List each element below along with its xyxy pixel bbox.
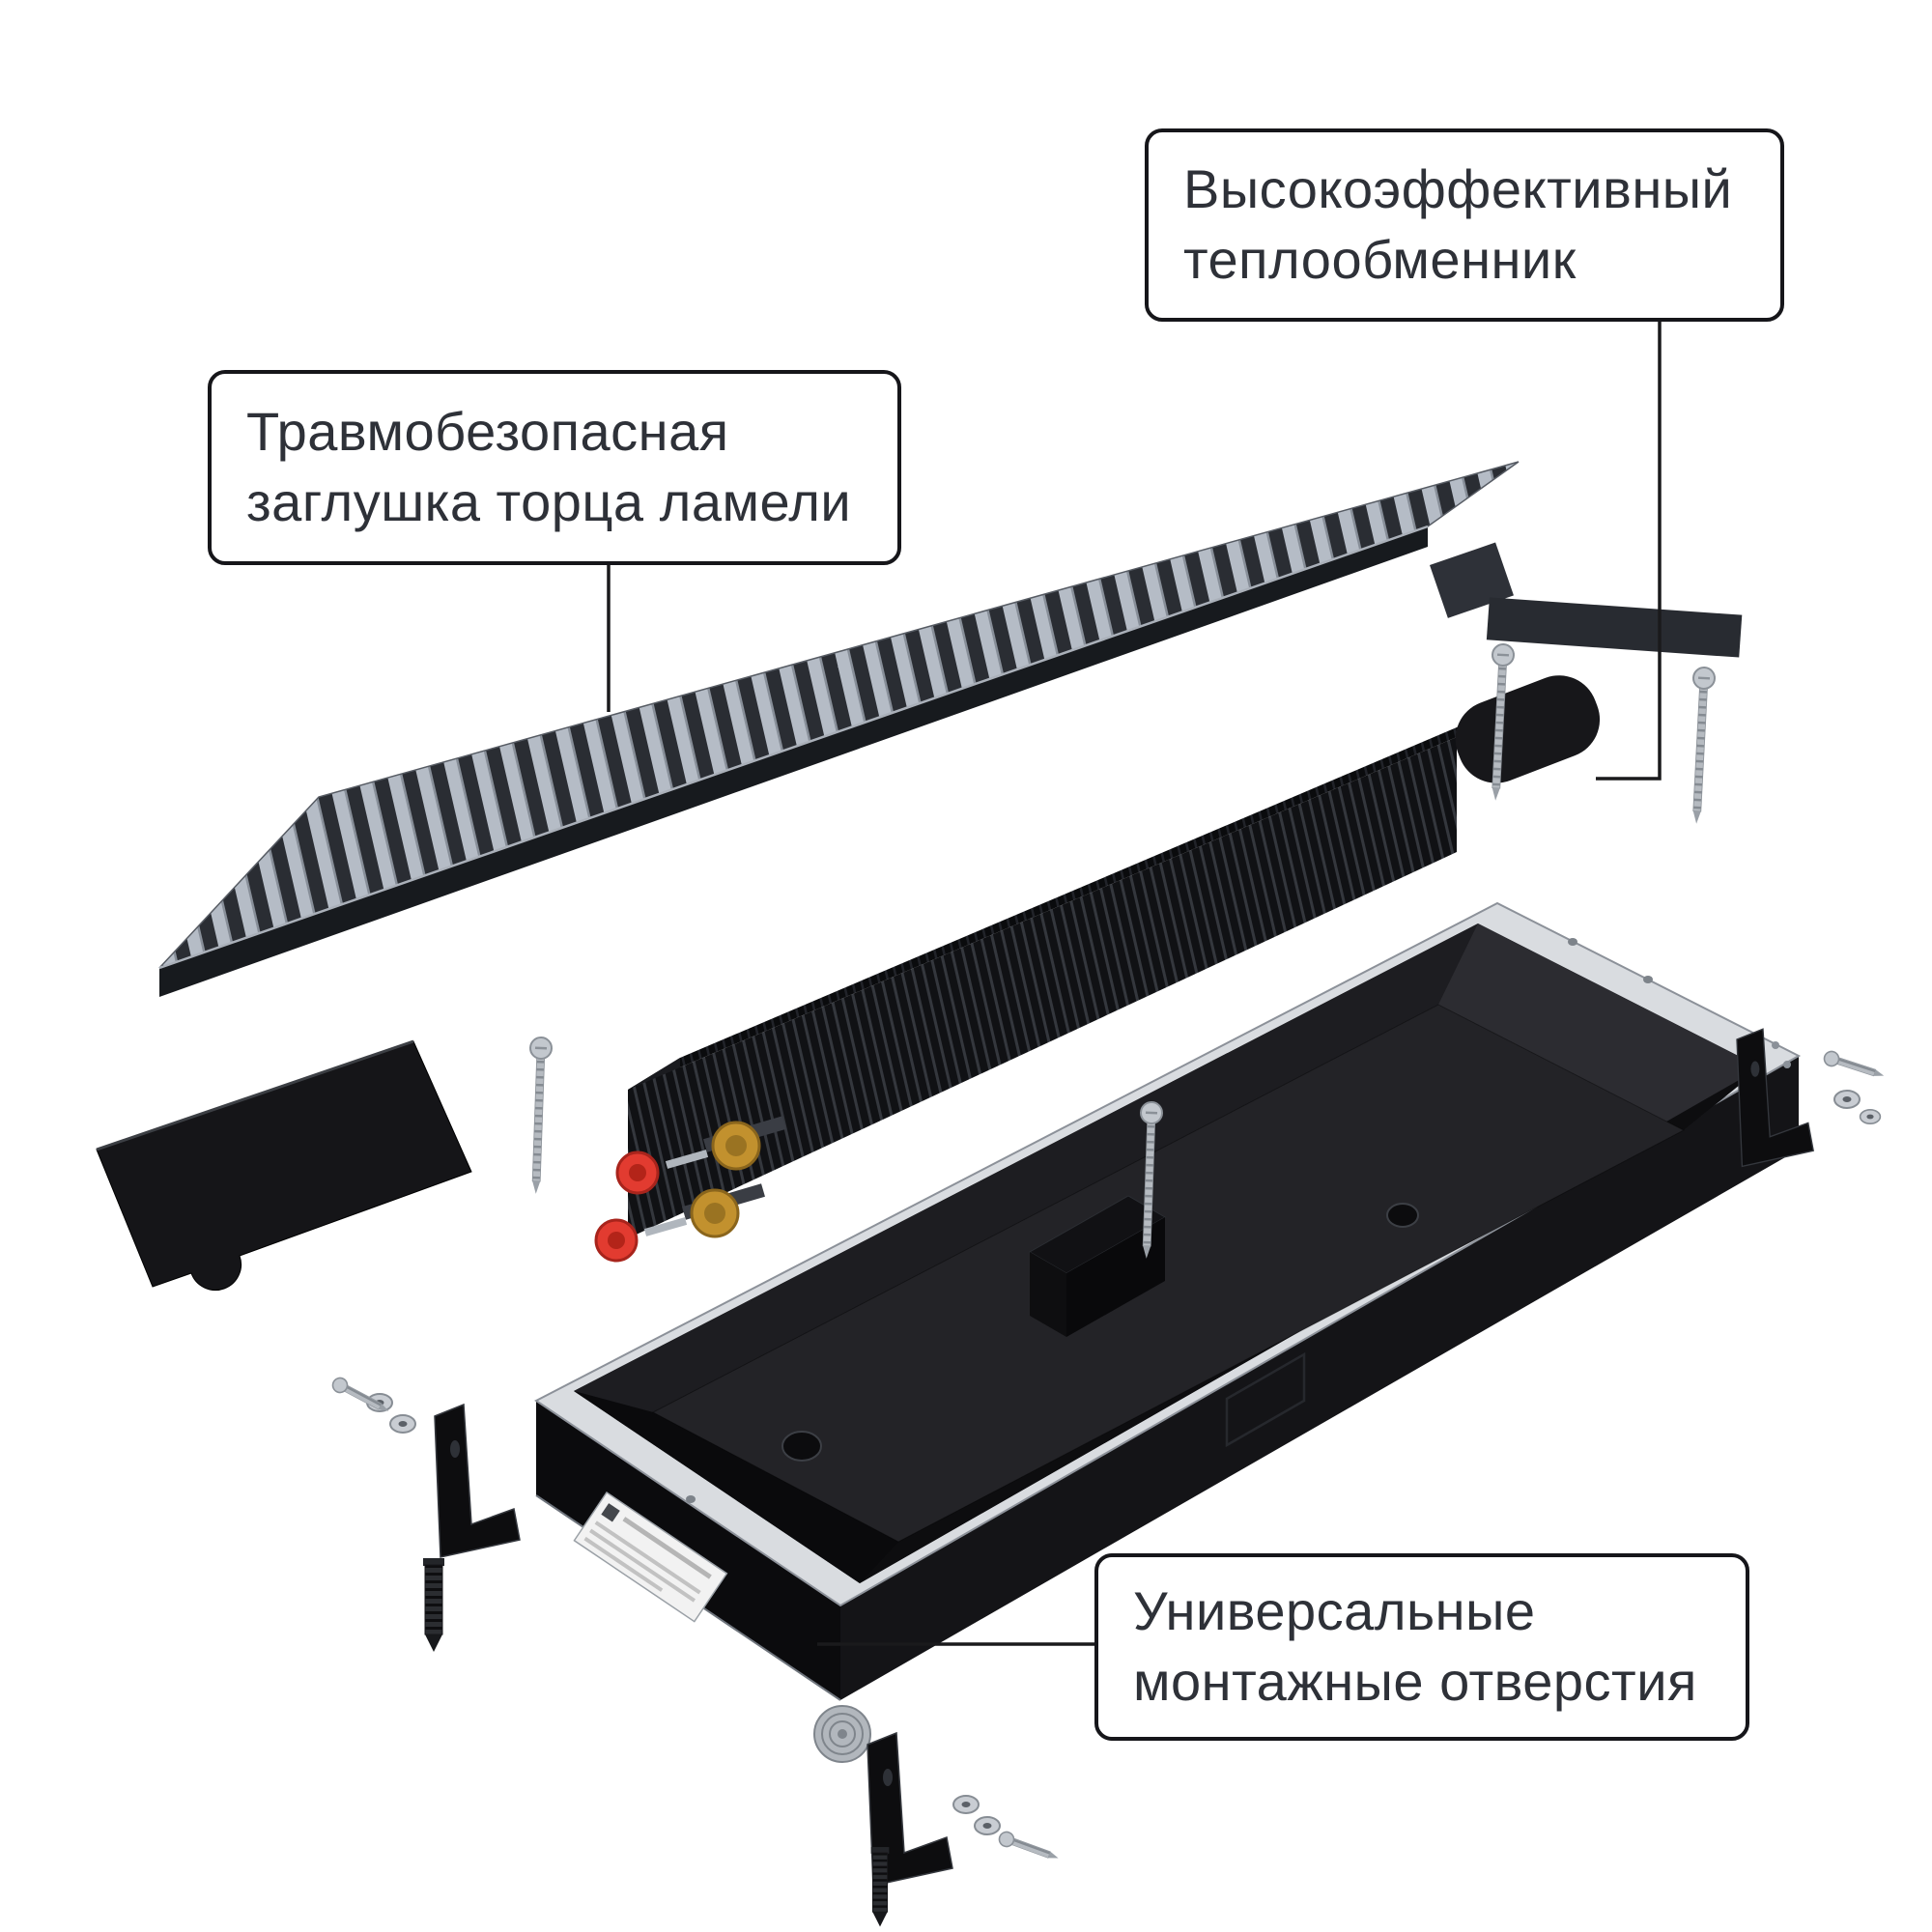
mounting-hardware-left	[329, 1375, 521, 1653]
product-label	[573, 1491, 728, 1623]
casing-far-right-inner-wall	[1438, 923, 1761, 1130]
callout-mounting-holes: Универсальные монтажные отверстия	[1094, 1553, 1749, 1741]
partition-bracket	[1028, 1195, 1167, 1337]
floor-hole	[781, 1431, 822, 1462]
casing-knockout	[1225, 1351, 1306, 1448]
callout-lamella-end-cap-line2: заглушка торца ламели	[246, 471, 852, 532]
rim-mounting-hole	[686, 1495, 696, 1503]
casing-near-left-inner-wall	[574, 1391, 898, 1583]
plate-edge-highlight	[96, 1039, 414, 1151]
heat-exchanger-top-fins	[628, 705, 1509, 1090]
return-valve	[594, 1183, 765, 1263]
mounting-hardware-bottom	[867, 1732, 1062, 1927]
trench-casing	[534, 901, 1802, 1763]
screw	[1684, 666, 1717, 826]
grille-front-edge	[158, 525, 1429, 970]
rim-corner-screw	[1783, 1061, 1791, 1068]
grille-thickness	[159, 526, 1428, 997]
casing-right-wall	[840, 1056, 1799, 1700]
leader-line-heat-exchanger	[1596, 321, 1662, 781]
end-cover-plate	[96, 1039, 472, 1292]
callout-heat-exchanger-line1: Высокоэффективный	[1183, 158, 1733, 220]
grille-end-bracket	[1429, 542, 1743, 658]
mounting-hardware-right	[1736, 1028, 1888, 1168]
rim-mounting-hole	[1643, 976, 1653, 983]
heat-exchanger-front-fins	[628, 737, 1457, 1238]
rim-corner-screw	[1772, 1041, 1779, 1049]
cable-grommet	[813, 1705, 871, 1763]
heat-exchanger-end-cap	[1455, 675, 1601, 783]
callout-heat-exchanger: Высокоэффективный теплообменник	[1145, 128, 1784, 322]
floor-hole	[1386, 1203, 1419, 1228]
heat-exchanger	[594, 675, 1601, 1263]
callout-lamella-end-cap-line1: Травмобезопасная	[246, 401, 729, 463]
casing-floor	[651, 1004, 1686, 1543]
rim-mounting-hole	[1568, 938, 1577, 946]
callout-heat-exchanger-line2: теплообменник	[1183, 229, 1577, 290]
casing-far-left-inner-wall	[574, 923, 1478, 1412]
roller-grille	[158, 461, 1743, 997]
screw	[524, 1036, 554, 1196]
callout-mounting-holes-line1: Универсальные	[1133, 1580, 1536, 1642]
callout-mounting-holes-line2: монтажные отверстия	[1133, 1651, 1697, 1712]
callout-lamella-end-cap: Травмобезопасная заглушка торца ламели	[208, 370, 901, 565]
supply-valve	[615, 1116, 786, 1195]
